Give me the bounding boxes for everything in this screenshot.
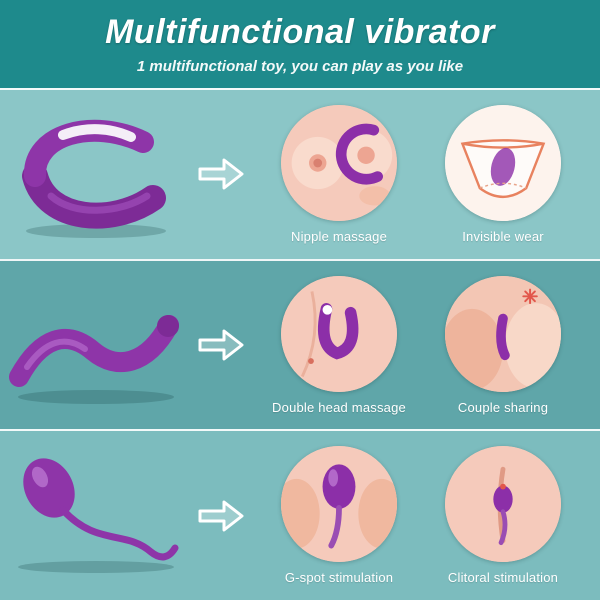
row-egg-vibrator: G-spot stimulation Clitoral stimulation bbox=[0, 429, 600, 600]
usage-caption-g-spot-stimulation: G-spot stimulation bbox=[284, 570, 394, 586]
couple-sharing-illustration-icon bbox=[445, 275, 561, 392]
double-head-massage-illustration-icon bbox=[281, 275, 397, 392]
usage-figures-row1: Nipple massage Invisible wear bbox=[250, 104, 600, 244]
curved-double-head-vibrator-icon bbox=[0, 275, 192, 415]
c-clamp-couples-vibrator-icon bbox=[0, 104, 192, 244]
nipple-massage-illustration-icon bbox=[281, 104, 397, 221]
page-subtitle: 1 multifunctional toy, you can play as y… bbox=[136, 58, 464, 75]
usage-caption-nipple-massage: Nipple massage bbox=[290, 228, 387, 244]
arrow-right-icon bbox=[192, 156, 250, 192]
page-title: Multifunctional vibrator bbox=[105, 13, 495, 51]
usage-couple-sharing: Couple sharing bbox=[428, 275, 578, 415]
usage-caption-invisible-wear: Invisible wear bbox=[462, 228, 544, 244]
row-double-head-vibrator: Double head massage Couple sha bbox=[0, 258, 600, 430]
g-spot-stimulation-illustration-icon bbox=[281, 446, 397, 563]
egg-vibrator-with-tail-icon bbox=[0, 446, 192, 586]
usage-double-head-massage: Double head massage bbox=[264, 275, 414, 415]
usage-nipple-massage: Nipple massage bbox=[264, 104, 414, 244]
row-couples-vibrator: Nipple massage Invisible wear bbox=[0, 88, 600, 259]
invisible-wear-illustration-icon bbox=[445, 104, 561, 221]
header: Multifunctional vibrator 1 multifunction… bbox=[0, 0, 600, 88]
arrow-right-icon bbox=[192, 498, 250, 534]
usage-figures-row3: G-spot stimulation Clitoral stimulation bbox=[250, 446, 600, 585]
usage-invisible-wear: Invisible wear bbox=[428, 104, 578, 244]
usage-caption-couple-sharing: Couple sharing bbox=[457, 399, 549, 415]
usage-figures-row2: Double head massage Couple sha bbox=[250, 275, 600, 415]
usage-g-spot-stimulation: G-spot stimulation bbox=[264, 446, 414, 585]
usage-caption-double-head-massage: Double head massage bbox=[272, 399, 406, 415]
arrow-right-icon bbox=[192, 327, 250, 363]
usage-clitoral-stimulation: Clitoral stimulation bbox=[428, 446, 578, 585]
clitoral-stimulation-illustration-icon bbox=[445, 446, 561, 563]
usage-caption-clitoral-stimulation: Clitoral stimulation bbox=[447, 570, 559, 586]
